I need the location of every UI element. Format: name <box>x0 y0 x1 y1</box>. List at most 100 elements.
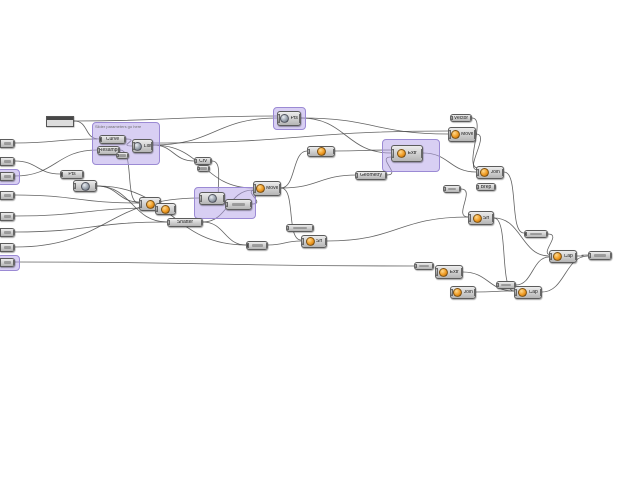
component-curve-param[interactable]: Curve <box>99 135 126 144</box>
wire-21 <box>202 221 247 246</box>
component-extrude-b[interactable]: Extr <box>435 265 463 279</box>
wire-38 <box>471 117 479 169</box>
component-plane-param-b[interactable] <box>588 251 612 260</box>
component-slider-6[interactable] <box>0 228 15 237</box>
component-slider-1[interactable] <box>0 139 15 148</box>
component-join-b[interactable]: Join <box>450 286 476 299</box>
points-label: Pts <box>290 116 298 121</box>
wire-18 <box>96 185 247 246</box>
cap-b-label: Cap <box>528 290 538 295</box>
component-surface-b[interactable]: Srf <box>468 211 494 225</box>
plane-param-b-label <box>593 254 607 257</box>
component-slider-8[interactable] <box>0 258 15 267</box>
component-crv-pts[interactable] <box>246 241 268 250</box>
wire-44 <box>267 240 302 246</box>
component-list-item[interactable]: List <box>132 139 153 153</box>
wire-24 <box>280 174 358 189</box>
cap-holes-label: Cap <box>563 254 573 259</box>
component-brep-param[interactable]: Brep <box>476 183 496 191</box>
wire-25 <box>280 187 302 241</box>
component-shatter-a[interactable] <box>155 203 176 215</box>
component-slider-7[interactable] <box>0 243 15 252</box>
wire-3 <box>14 149 98 177</box>
slider-6-label <box>3 231 12 234</box>
brep-wires-label <box>292 226 308 230</box>
divide-icon <box>80 181 90 191</box>
flip-label <box>200 167 207 170</box>
component-surface-a[interactable]: Srf <box>301 235 327 248</box>
component-group-note[interactable]: Slider parameters go here <box>95 125 153 134</box>
extrude-label: Extr <box>407 151 417 156</box>
surface-a-icon <box>305 237 315 246</box>
brep-param-label: Brep <box>480 184 492 190</box>
resample-label: Resample <box>98 148 118 153</box>
component-slider-3[interactable] <box>0 172 15 181</box>
component-bounds[interactable] <box>524 230 548 238</box>
component-count-param[interactable] <box>116 152 129 159</box>
join-label: Join <box>490 170 500 175</box>
component-amplitude-a[interactable] <box>225 199 252 210</box>
wire-4 <box>14 194 140 204</box>
wire-39 <box>462 271 515 292</box>
component-slider-4[interactable] <box>0 191 15 200</box>
count-param-label <box>119 154 126 157</box>
component-extrude[interactable]: Extr <box>391 145 423 162</box>
wire-45 <box>152 130 449 144</box>
component-join[interactable]: Join <box>476 166 504 179</box>
wire-7 <box>14 197 200 248</box>
component-slider-2[interactable] <box>0 157 15 166</box>
wire-26 <box>300 117 449 135</box>
wire-31 <box>503 171 525 234</box>
wire-40 <box>475 290 515 293</box>
wire-8 <box>14 261 415 267</box>
component-move-b[interactable]: Move <box>448 127 476 142</box>
vector-param-label: Vector <box>453 115 469 121</box>
component-flip[interactable] <box>197 165 210 172</box>
unit-vector-icon <box>207 194 217 203</box>
wire-32 <box>460 188 469 218</box>
shatter-a-icon <box>161 204 170 214</box>
component-move-a[interactable]: Move <box>253 181 281 196</box>
component-vector-param[interactable]: Vector <box>450 114 472 122</box>
cap-b-icon <box>518 288 528 297</box>
component-plane-param-a[interactable] <box>443 185 461 193</box>
component-cap-holes[interactable]: Cap <box>549 250 577 263</box>
bounds-label <box>529 232 543 236</box>
move-a-label: Move <box>266 186 279 191</box>
explode-icon <box>145 199 155 209</box>
wire-2 <box>14 160 61 175</box>
component-divide[interactable] <box>73 180 97 192</box>
component-unit-vector[interactable] <box>199 192 225 205</box>
component-value-panel[interactable] <box>46 116 74 127</box>
join-icon <box>480 168 490 177</box>
slider-5-label <box>3 215 12 218</box>
join-b-label: Join <box>463 290 473 295</box>
surface-b-icon <box>472 213 482 223</box>
wire-42 <box>541 255 589 293</box>
move-b-label: Move <box>461 132 474 137</box>
component-resample[interactable]: Resample <box>97 146 120 155</box>
component-plane-param-c[interactable] <box>414 262 434 270</box>
amplitude-b-icon <box>316 147 326 156</box>
component-brep-wires[interactable] <box>286 224 314 232</box>
group-note-text: Slider parameters go here <box>95 125 142 129</box>
wire-43 <box>326 216 469 242</box>
component-pts-param[interactable]: Pts <box>60 170 84 179</box>
wire-6 <box>14 221 168 233</box>
wire-27 <box>300 117 392 154</box>
crv-pts-label <box>251 244 263 247</box>
component-slider-5[interactable] <box>0 212 15 221</box>
component-geometry-transform[interactable]: Geometry <box>355 171 387 180</box>
component-shatter-curve[interactable]: Shatter <box>167 218 203 227</box>
component-geometry-param[interactable] <box>496 281 516 289</box>
component-points[interactable]: Pts <box>277 111 301 126</box>
component-amplitude-b[interactable] <box>307 146 335 157</box>
wire-41 <box>515 256 550 286</box>
wire-1 <box>14 138 98 144</box>
component-cap-b[interactable]: Cap <box>514 286 542 299</box>
component-crv-param[interactable]: Crv <box>194 157 212 165</box>
wire-37 <box>473 133 481 171</box>
slider-7-label <box>3 246 12 249</box>
wire-16 <box>96 185 140 203</box>
